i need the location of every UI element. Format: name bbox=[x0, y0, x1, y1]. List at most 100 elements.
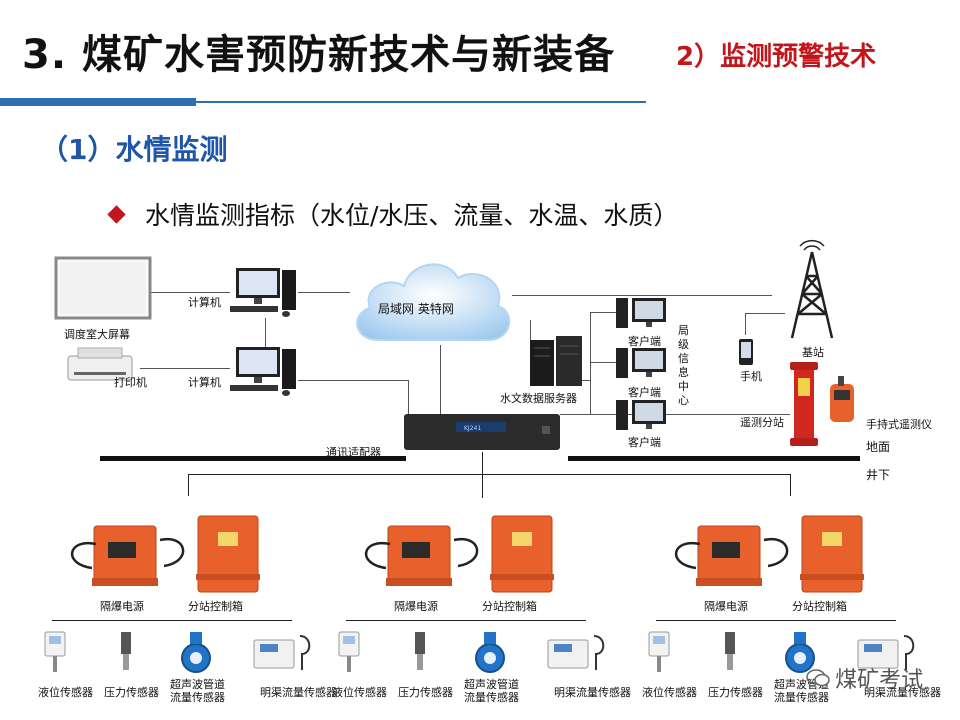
level-sensor-icon bbox=[44, 631, 66, 672]
remote-substation-icon bbox=[790, 362, 818, 446]
line-client1 bbox=[590, 312, 616, 313]
label-computer-1: 计算机 bbox=[188, 296, 221, 309]
label-control-box: 分站控制箱 bbox=[188, 600, 243, 613]
line-pc2-adapter-v bbox=[408, 380, 409, 416]
client-computer-icon bbox=[616, 400, 666, 430]
label-underground: 井下 bbox=[866, 468, 891, 482]
pressure-sensor-icon bbox=[121, 632, 131, 670]
line-sensor-bus bbox=[52, 620, 292, 621]
label-sensor: 液位传感器 bbox=[332, 686, 387, 699]
sensor-device bbox=[546, 630, 610, 678]
sensor-device bbox=[644, 630, 674, 678]
line-phone-tower bbox=[745, 313, 785, 314]
page-subtitle: 2）监测预警技术 bbox=[676, 42, 877, 72]
ultrasonic-flow-sensor-icon bbox=[785, 632, 815, 673]
header-divider bbox=[196, 101, 646, 103]
watermark-text: 煤矿考试 bbox=[835, 668, 924, 693]
ground-line-left bbox=[100, 456, 406, 461]
line-trunk-horizontal bbox=[188, 474, 790, 475]
line-cloud-server bbox=[530, 320, 531, 340]
line-client2 bbox=[590, 362, 616, 363]
sensor-device bbox=[334, 630, 364, 678]
line-adapter-remote bbox=[560, 414, 790, 415]
label-sensor: 超声波管道流量传感器 bbox=[774, 678, 829, 704]
label-sensor: 明渠流量传感器 bbox=[864, 686, 941, 699]
sensor-device bbox=[720, 630, 740, 678]
label-power: 隔爆电源 bbox=[394, 600, 438, 613]
cable-icon bbox=[453, 537, 479, 568]
svg-text:KJ241: KJ241 bbox=[464, 425, 481, 432]
ultrasonic-flow-sensor-icon bbox=[181, 632, 211, 673]
label-bureau: 局级信息中心 bbox=[678, 324, 689, 407]
label-sensor: 液位传感器 bbox=[38, 686, 93, 699]
label-sensor: 液位传感器 bbox=[642, 686, 697, 699]
client-computer-icon bbox=[616, 348, 666, 378]
label-sensor: 超声波管道流量传感器 bbox=[170, 678, 225, 704]
ground-line-right bbox=[568, 456, 860, 461]
label-power: 隔爆电源 bbox=[704, 600, 748, 613]
computer-icon bbox=[230, 347, 296, 396]
open-channel-flow-sensor-icon bbox=[547, 635, 605, 670]
sensor-device bbox=[470, 630, 510, 678]
label-sensor: 超声波管道流量传感器 bbox=[464, 678, 519, 704]
diamond-bullet-icon bbox=[107, 205, 126, 224]
explosion-proof-power-icon bbox=[92, 525, 158, 586]
sensor-device bbox=[116, 630, 136, 678]
label-server: 水文数据服务器 bbox=[500, 392, 577, 405]
label-control-box: 分站控制箱 bbox=[792, 600, 847, 613]
label-remote-substation: 遥测分站 bbox=[740, 416, 784, 429]
wechat-icon bbox=[806, 669, 830, 687]
line-trunk-group3 bbox=[790, 474, 791, 496]
ultrasonic-flow-sensor-icon bbox=[475, 632, 505, 673]
sensor-device bbox=[780, 630, 820, 678]
label-computer-2: 计算机 bbox=[188, 376, 221, 389]
line-cloud-basestation bbox=[512, 295, 772, 296]
substation-control-box-icon bbox=[196, 515, 260, 593]
bullet-item: 水情监测指标（水位/水压、流量、水温、水质） bbox=[107, 196, 678, 232]
sensor-device bbox=[410, 630, 430, 678]
label-sensor: 压力传感器 bbox=[398, 686, 453, 699]
label-adapter: 通讯适配器 bbox=[326, 446, 381, 459]
pressure-sensor-icon bbox=[415, 632, 425, 670]
substation-control-box-icon bbox=[800, 515, 864, 593]
line-clients-bus bbox=[590, 312, 591, 414]
line-trunk-group2 bbox=[482, 474, 483, 498]
label-sensor: 压力传感器 bbox=[708, 686, 763, 699]
label-surface: 地面 bbox=[866, 440, 891, 454]
phone-icon bbox=[739, 339, 753, 365]
page-title: 3. 煤矿水害预防新技术与新装备 bbox=[22, 32, 615, 78]
explosion-proof-power-icon bbox=[386, 525, 452, 586]
line-phone-tower-v bbox=[745, 313, 746, 335]
line-trunk-group1 bbox=[188, 474, 189, 496]
cable-icon bbox=[763, 537, 789, 568]
line-sensor-bus bbox=[346, 620, 586, 621]
printer-icon bbox=[67, 347, 133, 381]
open-channel-flow-sensor-icon bbox=[857, 635, 915, 670]
tower-icon bbox=[790, 239, 834, 339]
sensor-device bbox=[856, 630, 920, 678]
label-sensor: 明渠流量传感器 bbox=[260, 686, 337, 699]
line-pc2-adapter-h bbox=[298, 380, 408, 381]
client-computer-icon bbox=[616, 298, 666, 328]
explosion-proof-power-icon bbox=[696, 525, 762, 586]
line-screen-pc bbox=[150, 292, 230, 293]
line-pc1-pc2 bbox=[265, 318, 266, 348]
cable-icon bbox=[675, 541, 701, 570]
cloud-icon bbox=[356, 263, 511, 341]
substation-control-box-icon bbox=[490, 515, 554, 593]
label-sensor: 压力传感器 bbox=[104, 686, 159, 699]
label-power: 隔爆电源 bbox=[100, 600, 144, 613]
line-pc-cloud bbox=[298, 292, 350, 293]
section-heading: （1）水情监测 bbox=[40, 133, 228, 166]
label-client-3: 客户端 bbox=[628, 436, 661, 449]
label-printer: 打印机 bbox=[114, 376, 147, 389]
level-sensor-icon bbox=[338, 631, 360, 672]
cable-icon bbox=[365, 541, 391, 570]
big-screen-icon bbox=[54, 256, 152, 320]
handheld-device-icon bbox=[830, 376, 854, 422]
level-sensor-icon bbox=[648, 631, 670, 672]
comm-adapter-icon: KJ241 bbox=[404, 414, 560, 450]
line-sensor-bus bbox=[656, 620, 896, 621]
line-cloud-adapter bbox=[440, 345, 441, 415]
line-printer-pc bbox=[140, 368, 230, 369]
